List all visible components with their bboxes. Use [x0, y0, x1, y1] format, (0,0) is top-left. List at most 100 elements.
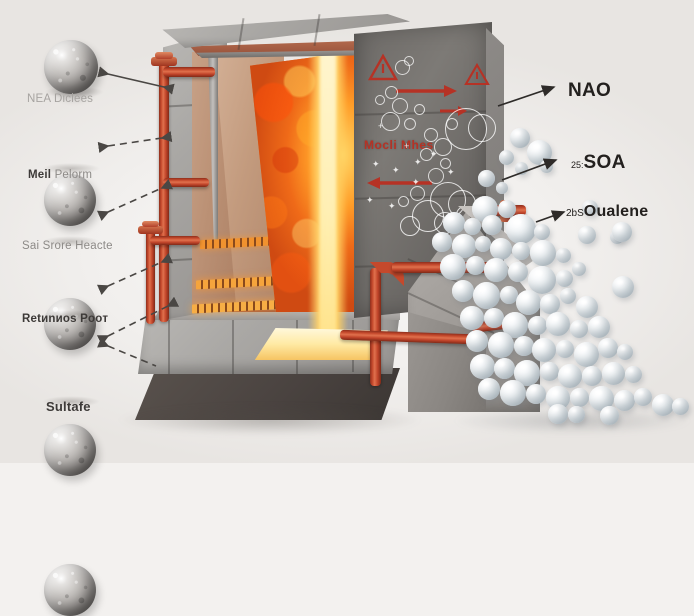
sphere-label-1: NEA Diclees: [27, 93, 93, 105]
inner-metal-edge: [208, 48, 218, 248]
bubble-outline: [381, 112, 400, 131]
white-sphere: [530, 240, 556, 266]
sparkle-icon: ✦: [366, 195, 374, 205]
pipe-cap: [142, 221, 159, 227]
callout-label-oualene-prefix: 2bS: [566, 208, 584, 219]
sphere-label-1-text: NEA Diclees: [27, 93, 94, 105]
white-sphere: [510, 128, 530, 148]
white-sphere: [574, 342, 599, 367]
white-sphere: [560, 288, 576, 304]
callout-label-soa-prefix: 25:: [571, 160, 584, 170]
sphere-shadow: [42, 236, 100, 247]
sparkle-icon: ✦: [414, 157, 422, 167]
white-sphere: [484, 258, 508, 282]
white-sphere: [625, 366, 642, 383]
white-sphere: [570, 320, 588, 338]
white-sphere: [576, 296, 598, 318]
connector-arrow-2: [97, 131, 173, 153]
sparkle-icon: +: [378, 121, 384, 131]
white-sphere: [548, 404, 568, 424]
bubble-outline: [424, 128, 438, 142]
red-flow-arrow-right: [396, 85, 457, 97]
bubble-outline: [375, 95, 385, 105]
bubble-outline: [420, 148, 433, 161]
sparkle-icon: ✦: [430, 149, 438, 159]
white-sphere: [582, 366, 602, 386]
sphere-label-3: Sai Srore Heacte: [22, 240, 113, 252]
white-sphere: [512, 242, 530, 260]
white-sphere: [466, 256, 485, 275]
white-sphere: [498, 200, 516, 218]
white-sphere: [443, 212, 465, 234]
white-sphere: [556, 340, 574, 358]
sphere-label-5: Sultafe: [46, 399, 91, 414]
callout-arrow-soa: [501, 158, 558, 181]
bubble-outline: [398, 196, 409, 207]
white-sphere: [514, 336, 534, 356]
callout-label-nao-text: NAO: [568, 80, 612, 101]
bubble-outline: [440, 158, 451, 169]
white-sphere-floating: [612, 222, 632, 242]
pipe-flange: [138, 226, 163, 234]
white-sphere: [570, 388, 589, 407]
bubble-outline: [392, 98, 408, 114]
white-sphere: [500, 380, 526, 406]
white-sphere: [484, 308, 504, 328]
metal-sphere-4: [44, 424, 96, 476]
pipe-branch-top: [163, 67, 215, 77]
pipe-branch-lower: [150, 236, 200, 245]
white-sphere: [572, 262, 586, 276]
white-sphere: [490, 238, 512, 260]
callout-arrow-oualene: [535, 210, 566, 223]
white-sphere: [464, 218, 481, 235]
annotation-circle-large: [468, 114, 496, 142]
pipe-elbow-right: [370, 262, 404, 286]
sphere-label-2: Meil Pelorm: [28, 169, 92, 181]
white-sphere: [612, 276, 634, 298]
sparkle-icon: ✦: [388, 201, 396, 211]
white-sphere: [602, 362, 625, 385]
sphere-label-5-bold: Sultafe: [46, 399, 91, 414]
white-sphere: [652, 394, 674, 416]
sphere-label-2-text: Pelorm: [51, 169, 93, 181]
white-sphere: [546, 312, 570, 336]
white-sphere: [540, 294, 560, 314]
pipe-branch-mid: [163, 178, 209, 187]
metal-sphere-1: [44, 40, 98, 94]
white-sphere: [488, 332, 514, 358]
white-sphere: [588, 316, 610, 338]
white-sphere: [558, 364, 582, 388]
sphere-label-4: Retиnиos Pooт: [22, 313, 108, 325]
sparkle-icon: ✦: [372, 159, 380, 169]
vertical-pipe-right: [370, 268, 381, 386]
block-seam: [232, 314, 234, 374]
warning-triangle-icon: [367, 53, 399, 81]
white-sphere: [634, 388, 652, 406]
connector-arrow-3: [96, 178, 174, 222]
sphere-shadow: [42, 396, 100, 407]
white-sphere: [506, 214, 536, 244]
sphere-label-3-text: Sai Srore Heacte: [22, 240, 113, 252]
annotation-circle-large: [400, 216, 420, 236]
white-sphere: [556, 248, 571, 263]
white-sphere: [440, 254, 466, 280]
furnace-base-shadow: [120, 405, 420, 435]
white-sphere: [478, 378, 500, 400]
white-sphere: [534, 224, 550, 240]
white-sphere: [496, 182, 508, 194]
white-sphere: [460, 306, 484, 330]
white-sphere: [528, 316, 547, 335]
bubble-outline: [428, 168, 444, 184]
pipe-flange-top: [151, 57, 177, 66]
callout-label-oualene: 2bSOualene: [566, 203, 648, 221]
red-flow-arrow-left: [367, 177, 432, 189]
white-sphere: [482, 215, 502, 235]
white-sphere-floating: [582, 200, 598, 216]
sparkle-icon: +: [404, 141, 410, 151]
sparkle-icon: ✦: [392, 165, 400, 175]
furnace-diagram-scene: Mocli Mhes ✦ ✦ ✦ ✦ ✦ ✦ ✦ ✦ + +: [0, 0, 694, 463]
callout-arrow-nao: [497, 85, 556, 107]
furnace-lintel-metal: [196, 50, 392, 58]
molten-column-core: [320, 52, 336, 342]
callout-label-soa-text: SOA: [583, 152, 626, 173]
